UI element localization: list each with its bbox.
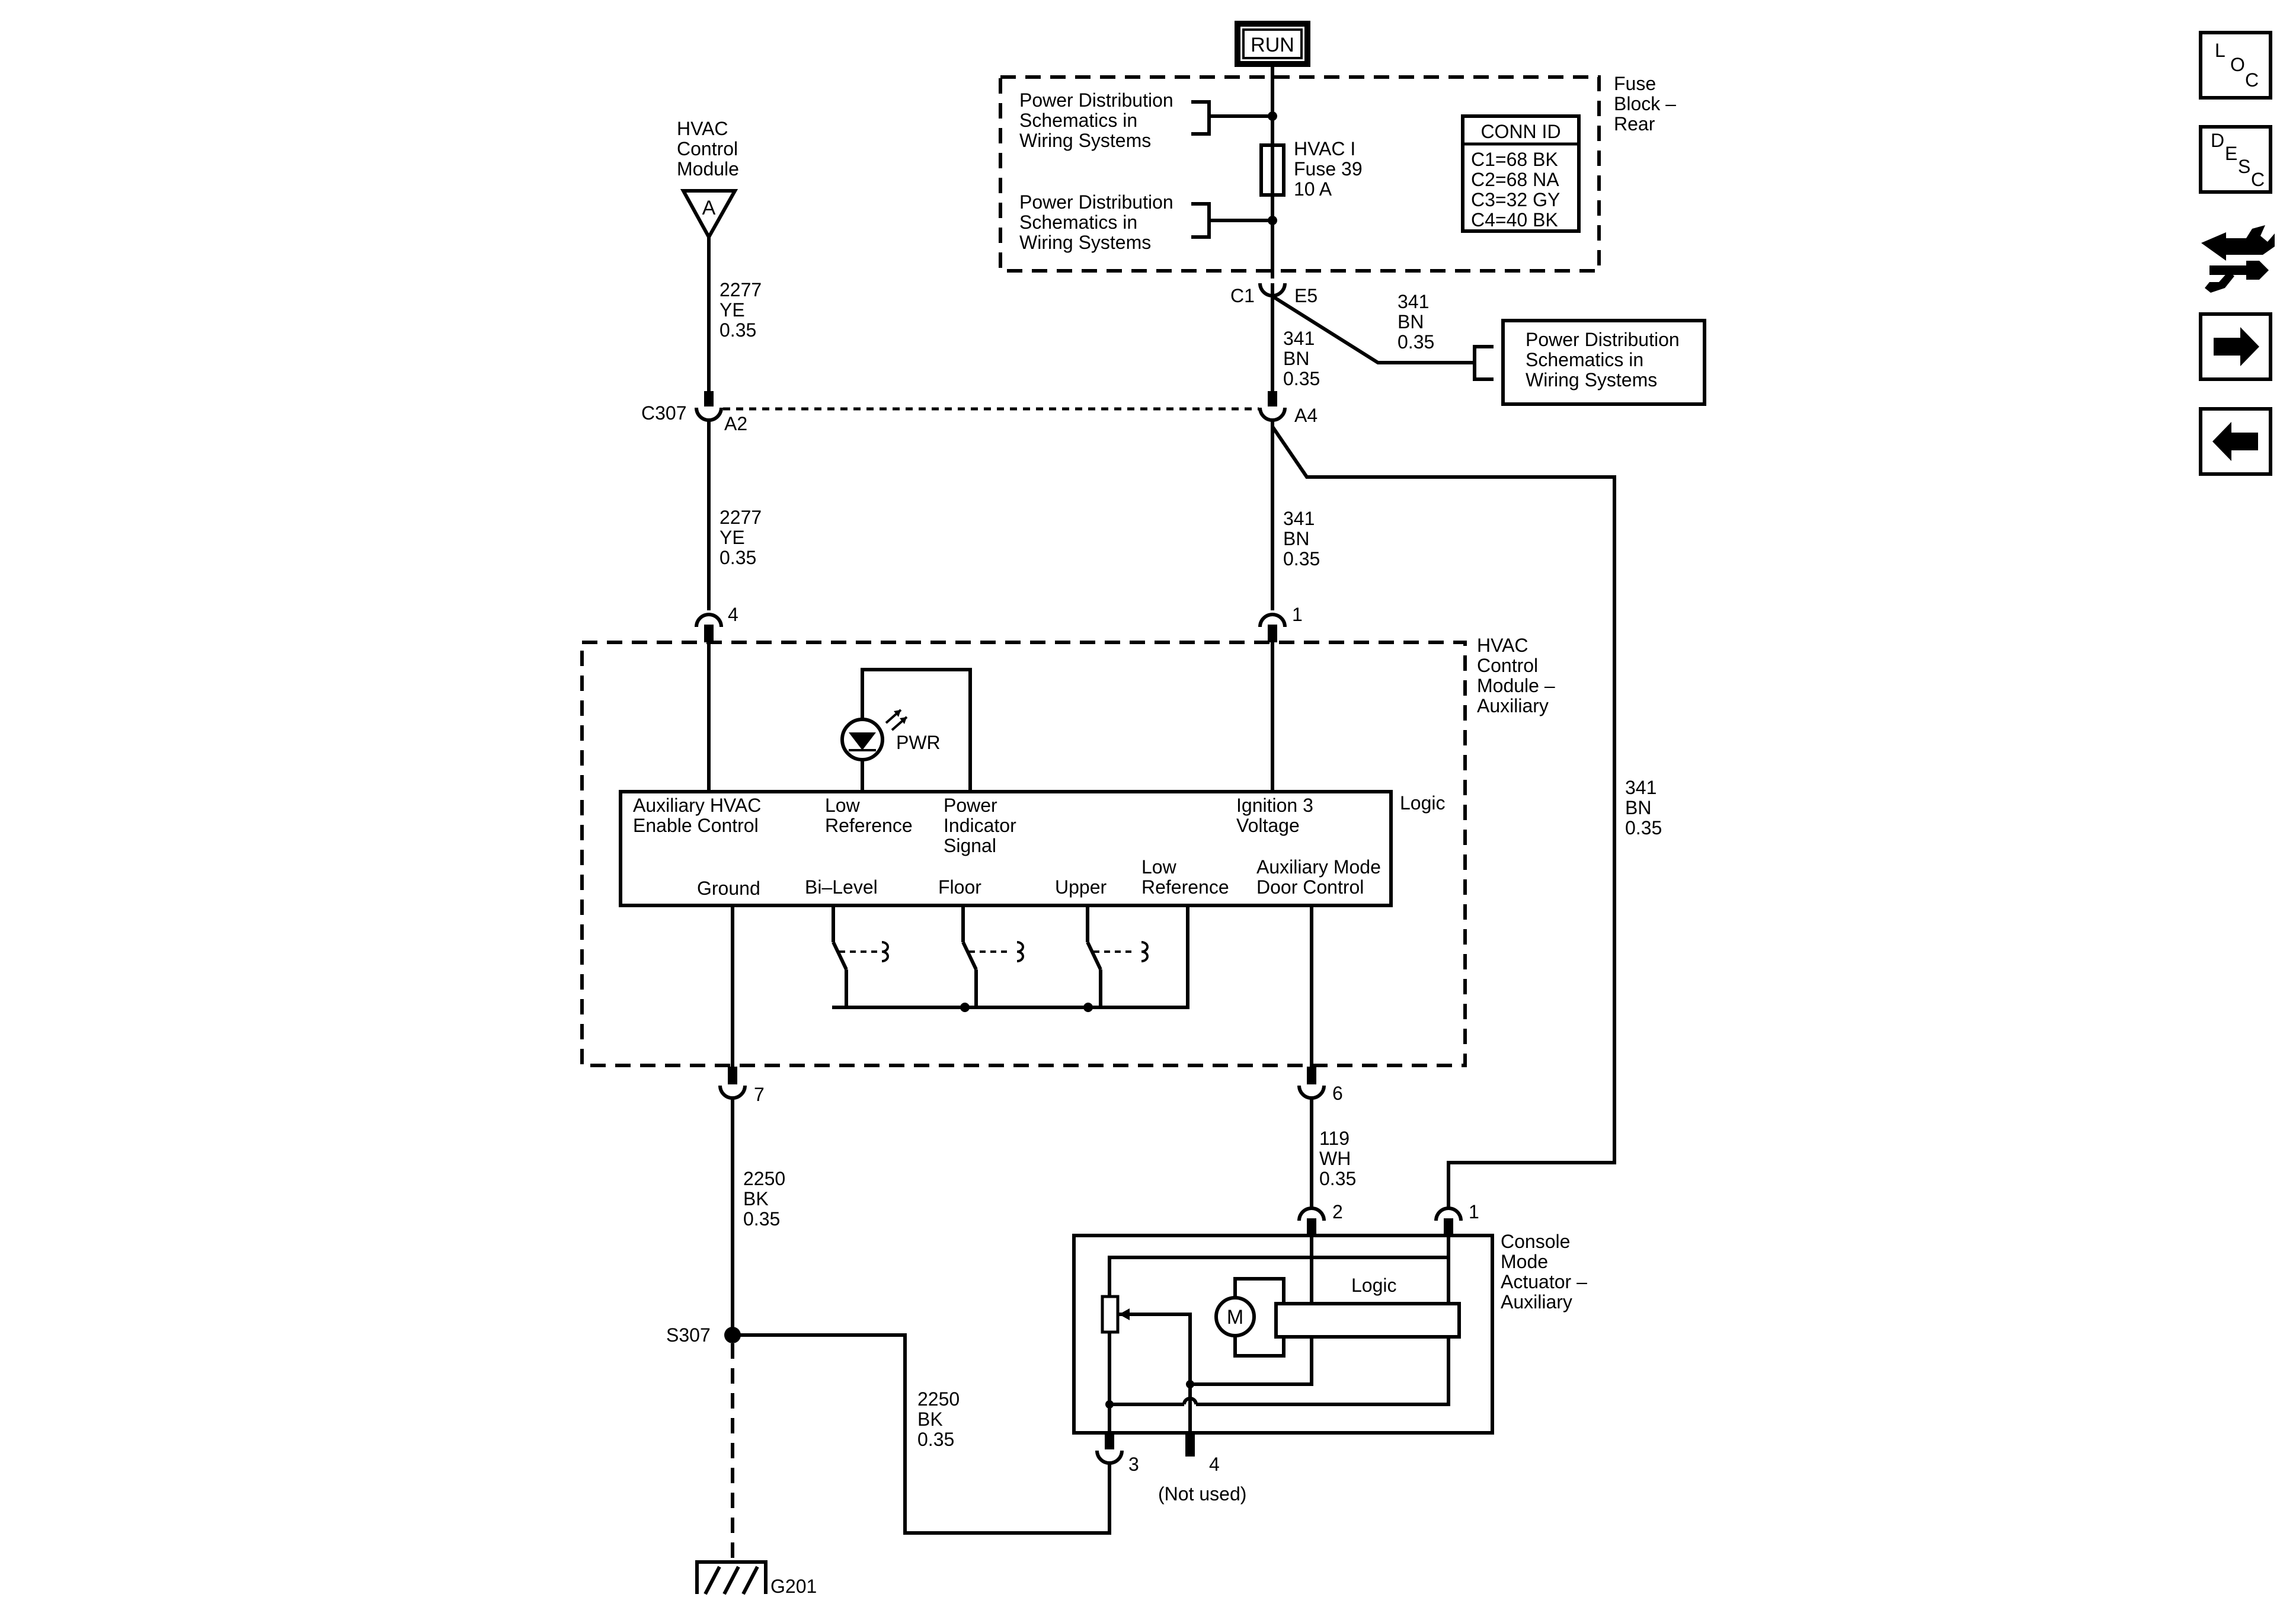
fuse-39-label: HVAC I Fuse 39 10 A [1294,138,1368,200]
wire-341-top-label: 341 BN 0.35 [1283,328,1320,389]
ground-g201-symbol [695,1560,768,1595]
fuse-block-title: Fuse Block – Rear [1614,73,1681,135]
wire-2277-top-label: 2277 YE 0.35 [720,279,767,341]
desc-letter-c: C [2251,169,2265,190]
conn-id-c1: C1=68 BK [1471,149,1558,170]
loc-letter-o: O [2230,54,2245,75]
previous-page-button[interactable] [2199,407,2272,476]
pin-4-actuator-label: 4 [1209,1454,1220,1475]
wire-2250-left-label: 2250 BK 0.35 [743,1168,791,1230]
position-sensor-resistor [1101,1295,1120,1334]
conn-id-c4: C4=40 BK [1471,209,1558,231]
wire-119-label: 119 WH 0.35 [1319,1128,1356,1189]
power-distribution-box [1501,319,1706,406]
location-button[interactable]: L O C [2199,31,2272,100]
ground-label: Ground [697,878,760,899]
connector-wrench-icon[interactable] [2201,225,2275,293]
pin-e5-label: E5 [1294,285,1318,306]
description-button[interactable]: D E S C [2199,125,2272,194]
pin-2-actuator-label: 2 [1332,1201,1343,1222]
desc-letter-d: D [2211,130,2224,151]
pwr-led-indicator [840,668,972,792]
pin-a4-label: A4 [1294,405,1318,426]
bilevel-label: Bi–Level [805,876,878,898]
pin-1-module-label: 1 [1292,604,1303,625]
hvac-logic-block [619,790,1393,907]
run-label-box: RUN [1235,21,1310,67]
ignition-3-voltage-label: Ignition 3 Voltage [1236,795,1319,836]
pin-7-label: 7 [754,1084,765,1105]
aux-hvac-enable-control-label: Auxiliary HVAC Enable Control [633,795,766,836]
ground-g201-label: G201 [770,1576,817,1597]
low-reference-bottom-label: Low Reference [1141,856,1229,898]
wire-341-branch-label: 341 BN 0.35 [1398,291,1434,353]
pin-4-module-label: 4 [728,604,738,625]
desc-letter-e: E [2225,143,2237,164]
pin-1-actuator-label: 1 [1469,1201,1479,1222]
desc-letter-s: S [2238,156,2250,177]
pwr-label: PWR [896,732,941,753]
power-distribution-ref-upper: Power Distribution Schematics in Wiring … [1019,89,1179,151]
run-label: RUN [1251,34,1294,56]
floor-label: Floor [938,876,981,898]
connector-c1-label: C1 [1230,285,1255,306]
arrow-left-icon [2212,422,2258,461]
pin-6-label: 6 [1332,1083,1343,1104]
power-distribution-box-label: Power Distribution Schematics in Wiring … [1526,329,1685,391]
arrow-right-icon [2214,327,2259,366]
actuator-logic-label: Logic [1351,1275,1397,1296]
power-distribution-ref-lower: Power Distribution Schematics in Wiring … [1019,191,1179,253]
power-indicator-signal-label: Power Indicator Signal [944,795,1022,856]
hvac-ref-symbol: A [702,197,716,219]
wire-2277-mid-label: 2277 YE 0.35 [720,507,767,568]
wire-341-right-label: 341 BN 0.35 [1625,777,1662,838]
wire-2250-bottom-label: 2250 BK 0.35 [917,1388,965,1450]
loc-letter-l: L [2215,40,2225,61]
mode-switches [832,905,1189,1012]
pin-3-label: 3 [1128,1454,1139,1475]
hvac-logic-label: Logic [1400,792,1446,814]
hvac-module-auxiliary-title: HVAC Control Module – Auxiliary [1477,635,1560,716]
splice-s307-label: S307 [666,1324,711,1346]
next-page-button[interactable] [2199,312,2272,381]
hvac-control-module-auxiliary-outline [580,641,1467,1067]
pin-a2-label: A2 [724,413,747,434]
conn-id-title: CONN ID [1480,121,1560,142]
hvac-ref-triangle [680,189,738,241]
fuse-block-rear-outline [999,75,1601,273]
actuator-logic-block [1274,1302,1461,1339]
motor-label: M [1227,1306,1243,1329]
low-reference-top-label: Low Reference [825,795,913,836]
conn-id-c2: C2=68 NA [1471,169,1559,190]
console-mode-actuator-title: Console Mode Actuator – Auxiliary [1501,1231,1593,1313]
loc-letter-c: C [2245,69,2259,91]
console-mode-actuator-outline [1072,1234,1494,1435]
aux-mode-door-control-label: Auxiliary Mode Door Control [1256,856,1386,898]
motor-symbol [1214,1296,1256,1337]
wire-341-mid-label: 341 BN 0.35 [1283,508,1320,569]
connector-c307-label: C307 [641,402,687,424]
upper-label: Upper [1055,876,1107,898]
conn-id-table: CONN ID C1=68 BK C2=68 NA C3=32 GY C4=40… [1461,114,1581,233]
hvac-control-module-ref-label: HVAC Control Module [677,118,743,180]
conn-id-c3: C3=32 GY [1471,189,1560,210]
not-used-label: (Not used) [1158,1483,1246,1505]
